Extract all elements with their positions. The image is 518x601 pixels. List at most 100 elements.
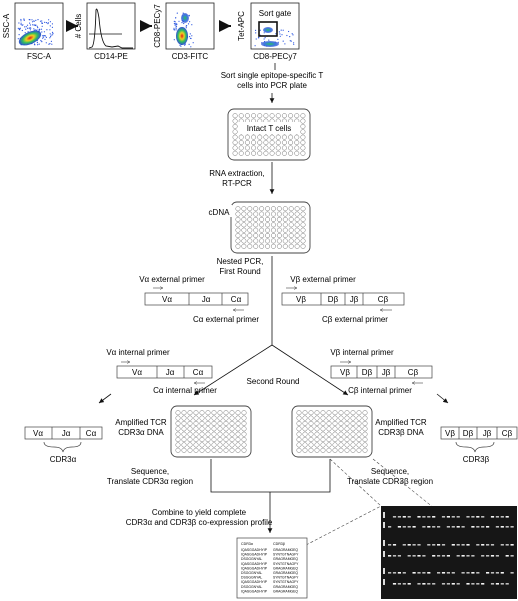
- flow-event: [20, 23, 22, 26]
- gel-band: [446, 526, 450, 528]
- plate-well: [241, 216, 247, 222]
- gel-band: [461, 572, 465, 574]
- gel-band: [446, 516, 450, 518]
- plate-well: [320, 442, 326, 448]
- plate-well: [269, 145, 275, 151]
- flow-event: [20, 18, 22, 21]
- plate-well: [247, 233, 253, 239]
- plate-well: [308, 442, 314, 448]
- flow-event: [254, 45, 256, 47]
- plate-well: [265, 206, 271, 212]
- gel-band: [422, 583, 426, 585]
- plate-well: [275, 140, 281, 146]
- gel-band: [427, 526, 431, 528]
- beta-sequence-line1: Sequence,: [371, 467, 409, 476]
- gel-band: [402, 526, 406, 528]
- plate-well: [338, 442, 344, 448]
- flow-event: [181, 22, 183, 24]
- plate-well: [326, 415, 332, 421]
- gel-band: [412, 555, 416, 557]
- beta-amplified-line2: CDR3β DNA: [378, 428, 424, 437]
- plate-well: [193, 420, 199, 426]
- plate-well: [235, 238, 241, 244]
- flow-event: [255, 32, 257, 34]
- flow-event: [176, 12, 178, 14]
- flow-event: [174, 29, 176, 31]
- arrow-beta-out: [436, 393, 449, 404]
- sort-gate-box: [258, 21, 278, 37]
- plate-well: [276, 216, 282, 222]
- gel-band: [451, 583, 455, 585]
- flow-event: [278, 31, 280, 33]
- plate-well: [296, 447, 302, 453]
- plate-well: [263, 140, 269, 146]
- table-cell: SYNTGTNAGFY: [273, 553, 299, 557]
- plate-well: [199, 410, 205, 416]
- plate-well: [362, 410, 368, 416]
- plate-well: [270, 206, 276, 212]
- plate-well: [350, 415, 356, 421]
- plate-well: [296, 431, 302, 437]
- flow-event: [36, 29, 38, 31]
- table-cell: DSGGGNYAL: [241, 571, 262, 575]
- segment-jb: Jβ: [483, 429, 492, 438]
- gel-band: [476, 572, 480, 574]
- flow-event: [277, 38, 279, 41]
- flow-event: [175, 29, 177, 31]
- flow-event: [37, 19, 39, 21]
- plate-well: [294, 233, 300, 239]
- plate-well: [300, 243, 306, 249]
- plate-well: [300, 123, 306, 129]
- arrow-alpha-out: [98, 393, 112, 404]
- plate-well: [193, 415, 199, 421]
- plate-well: [241, 238, 247, 244]
- plate-well: [300, 222, 306, 228]
- gel-band: [486, 544, 490, 546]
- plate-well: [326, 410, 332, 416]
- plate-well: [296, 442, 302, 448]
- flow-event: [31, 19, 33, 21]
- plate-well: [356, 447, 362, 453]
- segment-db: Dβ: [362, 368, 373, 377]
- plate-well: [275, 134, 281, 140]
- gel-band: [441, 583, 446, 585]
- pcr-plate-intact: Intact T cells: [227, 108, 311, 161]
- plate-well: [308, 415, 314, 421]
- gel-band: [417, 555, 421, 557]
- plate-well: [175, 410, 181, 416]
- flow-event: [51, 31, 54, 33]
- panel3-xlabel: CD3-FITC: [172, 52, 209, 61]
- table-cell: GRAGRAMGEQ: [273, 548, 298, 552]
- plate-well: [338, 437, 344, 443]
- gel-ladder: [383, 579, 385, 585]
- plate-well: [257, 150, 263, 156]
- combine-line1: Combine to yield complete: [152, 508, 247, 517]
- plate-well: [270, 211, 276, 217]
- gel-band: [500, 516, 504, 518]
- flow-event: [23, 18, 25, 20]
- plate-well: [223, 442, 229, 448]
- plate-well: [282, 233, 288, 239]
- plate-well: [175, 426, 181, 432]
- plate-well: [276, 211, 282, 217]
- plate-well: [282, 227, 288, 233]
- plate-well: [338, 447, 344, 453]
- plate-well: [300, 227, 306, 233]
- plate-well: [217, 410, 223, 416]
- flow-event: [49, 21, 52, 23]
- plate-well: [251, 113, 257, 119]
- gel-band: [476, 583, 480, 585]
- plate-well: [241, 426, 247, 432]
- alpha-external-construct: Vα external primer Vα Jα Cα Cα external …: [139, 275, 259, 324]
- alpha-amplified-line1: Amplified TCR: [115, 418, 167, 427]
- plate-well: [314, 410, 320, 416]
- nested-line1: Nested PCR,: [217, 257, 264, 266]
- plate-well: [251, 150, 257, 156]
- plate-well: [223, 420, 229, 426]
- gel-band: [427, 544, 431, 546]
- flow-event: [29, 22, 31, 24]
- flow-panel-3: CD8-PECy7 CD3-FITC: [153, 2, 215, 61]
- scatter-points: [254, 29, 295, 47]
- plate-well: [275, 150, 281, 156]
- plate-well: [251, 134, 257, 140]
